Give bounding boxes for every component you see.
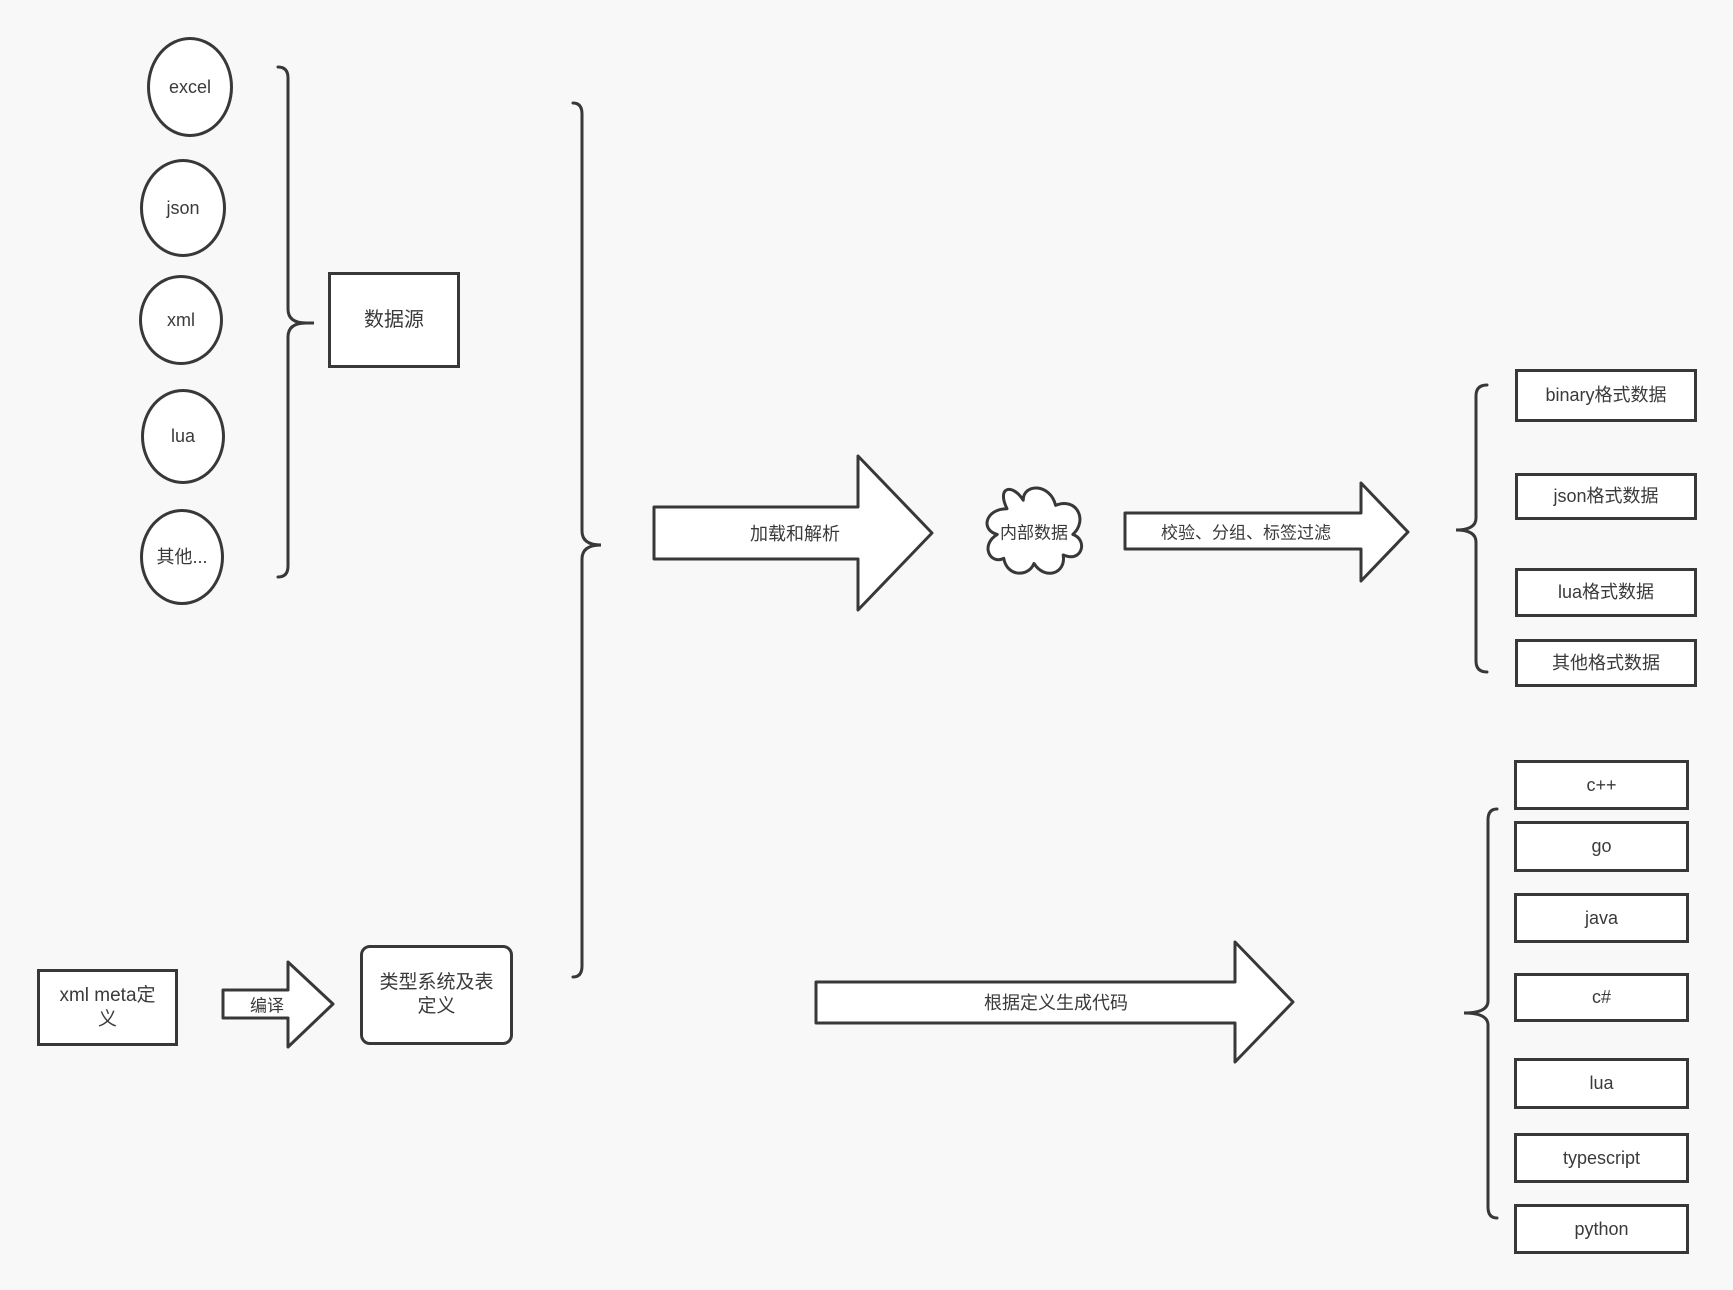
compile-arrow — [221, 960, 335, 1049]
source-node-excel: excel — [147, 37, 233, 137]
format-box-label: binary格式数据 — [1545, 385, 1667, 406]
compile-arrow-label: 编译 — [250, 996, 284, 1016]
source-node-lua: lua — [141, 389, 225, 484]
format-box-other: 其他格式数据 — [1515, 639, 1697, 687]
language-box-python: python — [1514, 1204, 1689, 1254]
formats-brace — [1455, 383, 1489, 674]
format-box-label: lua格式数据 — [1557, 582, 1655, 603]
source-node-label: lua — [170, 426, 196, 447]
language-box-cpp: c++ — [1514, 760, 1689, 810]
load-parse-arrow-label: 加载和解析 — [750, 524, 840, 544]
format-box-lua: lua格式数据 — [1515, 568, 1697, 617]
data-source-group-label: 数据源 — [364, 308, 424, 331]
filter-arrow-label: 校验、分组、标签过滤 — [1161, 523, 1331, 543]
all-inputs-brace — [571, 101, 602, 979]
source-node-xml: xml — [139, 275, 223, 365]
language-box-label: java — [1584, 907, 1619, 928]
source-node-label: json — [166, 197, 200, 218]
language-box-java: java — [1514, 893, 1689, 943]
sources-brace — [276, 65, 307, 579]
generate-code-arrow-label: 根据定义生成代码 — [984, 993, 1128, 1013]
type-system-box: 类型系统及表定义 — [360, 945, 513, 1045]
source-node-json: json — [140, 159, 226, 257]
language-box-csharp: c# — [1514, 973, 1689, 1022]
language-box-typescript: typescript — [1514, 1133, 1689, 1183]
language-box-lua: lua — [1514, 1058, 1689, 1109]
load-parse-arrow — [652, 454, 934, 612]
internal-data-cloud-label: 内部数据 — [1000, 523, 1068, 543]
internal-data-cloud — [987, 488, 1082, 573]
data-source-group-box: 数据源 — [328, 272, 460, 368]
filter-arrow — [1123, 481, 1410, 583]
languages-brace — [1463, 807, 1499, 1220]
format-box-binary: binary格式数据 — [1515, 369, 1697, 422]
source-node-other: 其他... — [140, 509, 224, 605]
language-box-label: python — [1574, 1218, 1629, 1239]
language-box-label: lua — [1589, 1073, 1614, 1094]
language-box-label: go — [1591, 836, 1612, 857]
language-box-label: c++ — [1586, 774, 1617, 795]
xml-meta-label: xml meta定义 — [59, 984, 156, 1030]
xml-meta-box: xml meta定义 — [37, 969, 178, 1046]
source-node-label: xml — [167, 309, 195, 330]
type-system-label: 类型系统及表定义 — [379, 972, 494, 1017]
language-box-label: c# — [1591, 987, 1611, 1008]
source-node-label: excel — [168, 76, 212, 97]
format-box-json: json格式数据 — [1515, 473, 1697, 520]
format-box-label: json格式数据 — [1553, 486, 1659, 507]
language-box-label: typescript — [1562, 1147, 1641, 1168]
language-box-go: go — [1514, 821, 1689, 872]
format-box-label: 其他格式数据 — [1552, 652, 1660, 673]
source-node-label: 其他... — [156, 546, 208, 567]
generate-code-arrow — [814, 940, 1295, 1064]
